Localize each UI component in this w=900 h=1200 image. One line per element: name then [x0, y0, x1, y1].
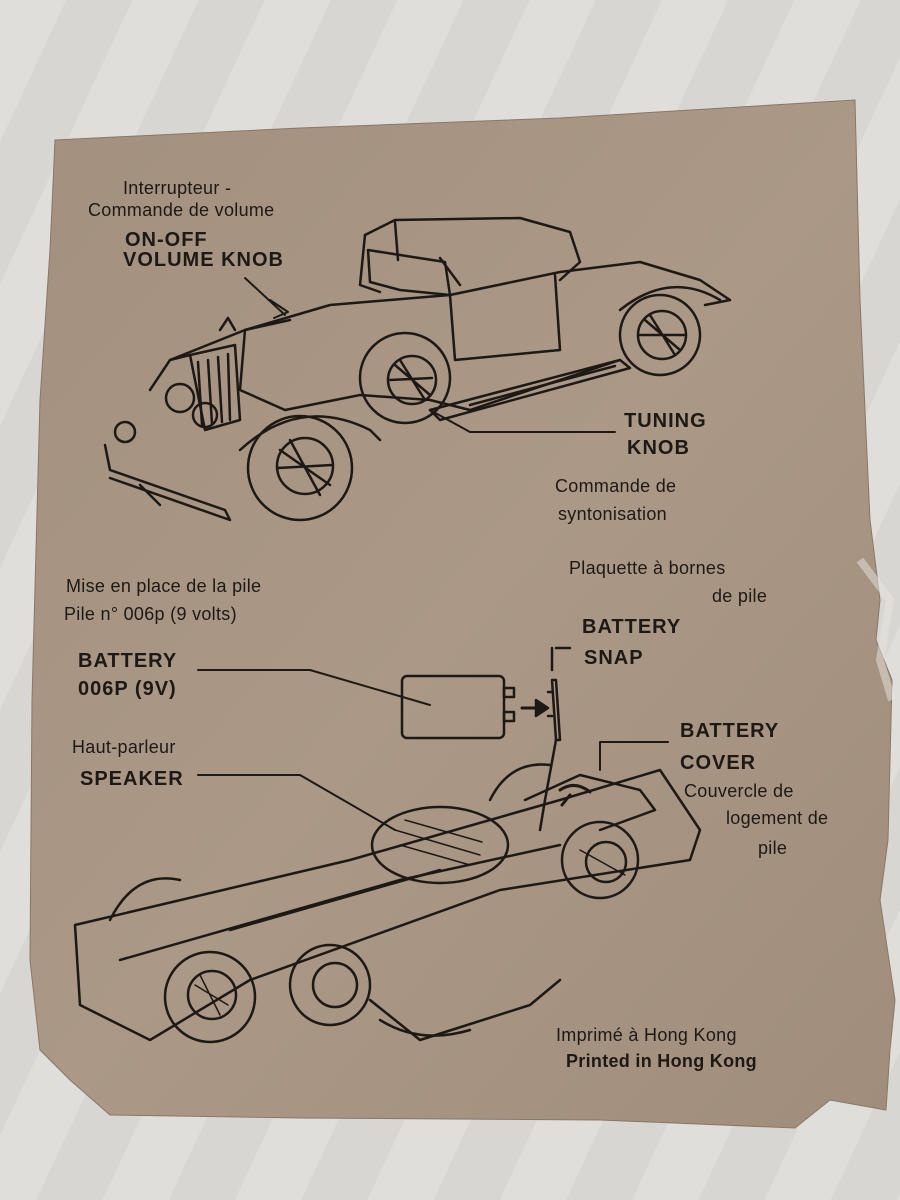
- volume-label-en-1: ON-OFF: [125, 229, 208, 251]
- battery-label-en-1: BATTERY: [78, 650, 178, 672]
- cover-label-fr-2: logement de: [726, 808, 829, 828]
- speaker-label-en: SPEAKER: [80, 768, 184, 790]
- cover-label-en-1: BATTERY: [680, 720, 780, 742]
- pile-label-fr-2: Pile n° 006p (9 volts): [64, 604, 237, 624]
- pile-label-fr-1: Mise en place de la pile: [66, 576, 262, 596]
- battery-icon: [400, 674, 506, 740]
- battery-label-en-2: 006P (9V): [78, 678, 177, 700]
- speaker-label-fr: Haut-parleur: [72, 737, 176, 757]
- cover-label-fr-3: pile: [758, 838, 788, 858]
- printed-label-fr: Imprimé à Hong Kong: [556, 1025, 737, 1045]
- tuning-label-fr-1: Commande de: [555, 476, 677, 496]
- snap-label-en-2: SNAP: [584, 647, 644, 669]
- snap-label-en-1: BATTERY: [582, 616, 682, 638]
- tuning-label-fr-2: syntonisation: [558, 504, 667, 524]
- volume-label-fr-2: Commande de volume: [88, 200, 275, 220]
- snap-label-fr-1: Plaquette à bornes: [569, 558, 726, 578]
- volume-label-en-2: VOLUME KNOB: [123, 249, 284, 271]
- cover-label-fr-1: Couvercle de: [684, 781, 794, 801]
- volume-label-fr-1: Interrupteur -: [123, 178, 232, 198]
- tuning-label-en-2: KNOB: [627, 437, 690, 459]
- cover-label-en-2: COVER: [680, 752, 757, 774]
- printed-label-en: Printed in Hong Kong: [566, 1051, 757, 1071]
- tuning-label-en-1: TUNING: [624, 410, 707, 432]
- snap-label-fr-2: de pile: [712, 586, 768, 606]
